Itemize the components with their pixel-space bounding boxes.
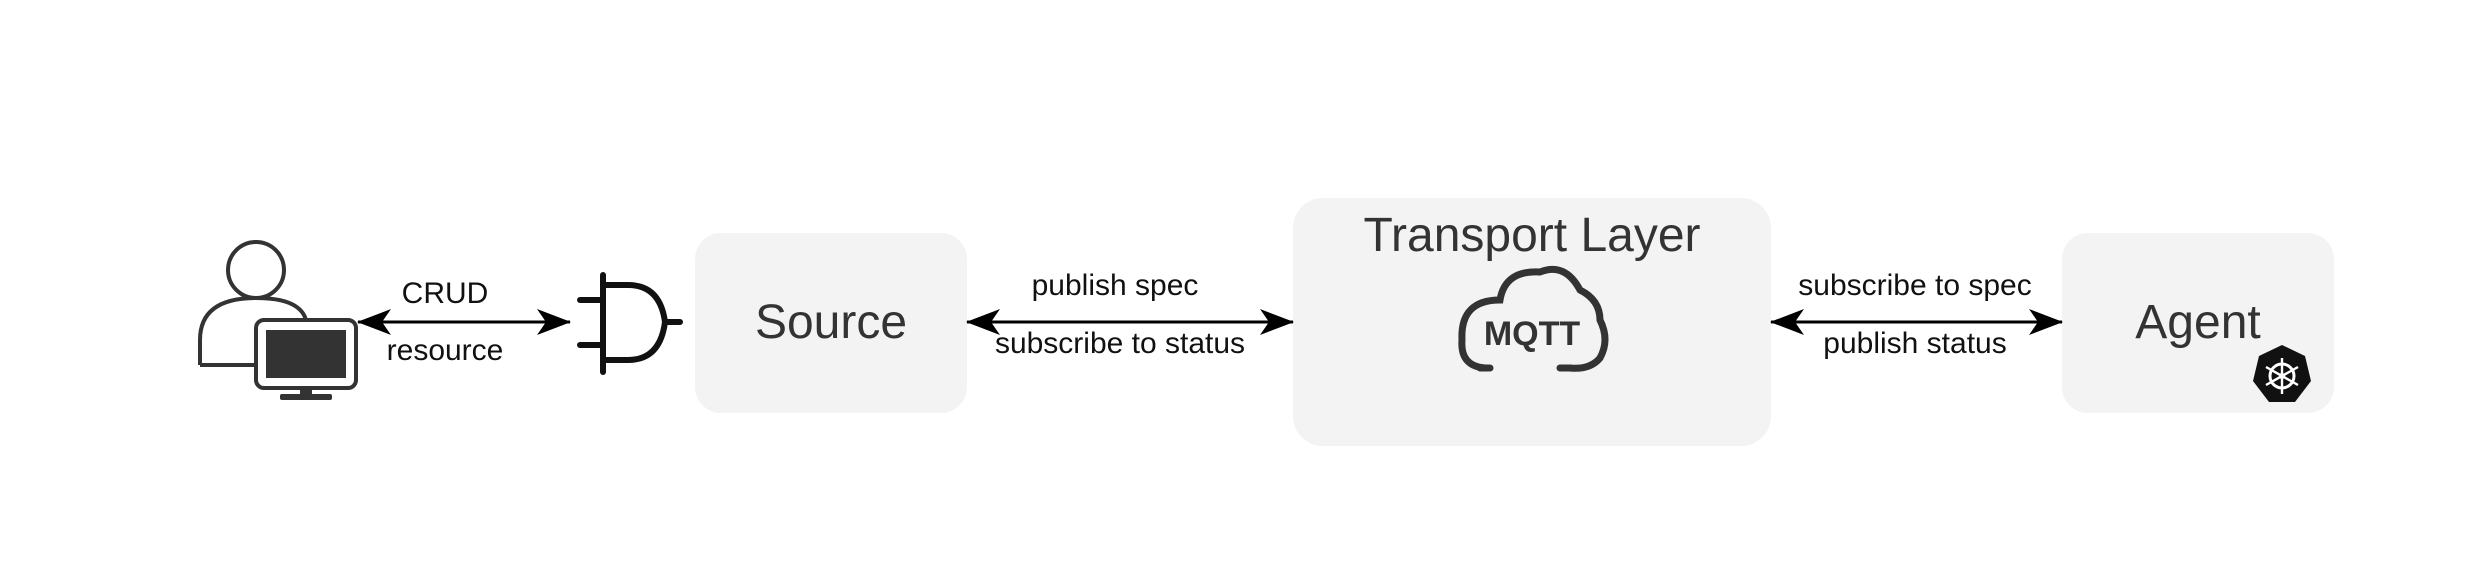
edge-user-plug-top-label: CRUD — [401, 277, 489, 310]
kubernetes-icon — [2253, 345, 2311, 402]
agent-label: Agent — [2135, 296, 2261, 349]
plug-icon — [577, 272, 683, 375]
edge-source-transport-top-label: publish spec — [1031, 269, 1199, 302]
edge-transport-agent-bottom-label: publish status — [1823, 327, 2007, 360]
mqtt-logo-text: MQTT — [1484, 315, 1581, 353]
user-with-monitor-icon — [198, 240, 358, 400]
source-label: Source — [754, 296, 908, 349]
mqtt-cloud-icon: MQTT — [1458, 265, 1609, 372]
transport-layer-node: Transport Layer — [1293, 198, 1771, 446]
edge-source-transport-bottom-label: subscribe to status — [994, 327, 1246, 360]
edge-transport-agent-top-label: subscribe to spec — [1798, 269, 2032, 302]
transport-layer-label: Transport Layer — [1363, 209, 1701, 262]
edge-user-plug-bottom-label: resource — [386, 334, 504, 367]
source-node: Source — [695, 233, 967, 413]
